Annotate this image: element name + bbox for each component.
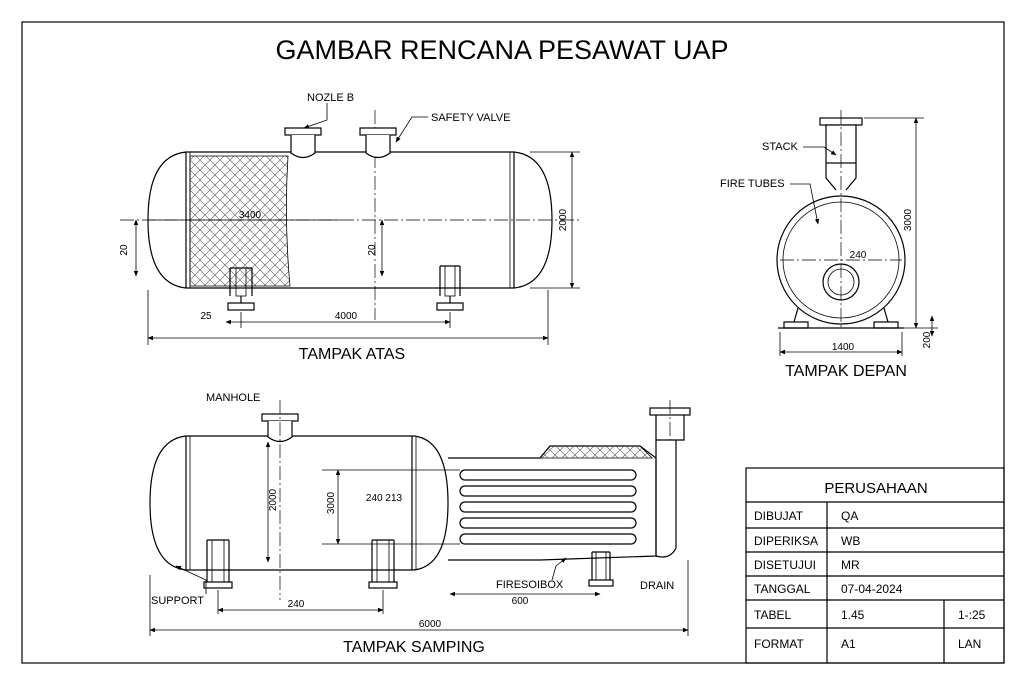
side-view bbox=[149, 400, 691, 636]
fire-tube-hatch bbox=[189, 155, 291, 287]
dim-side-firebox: 600 bbox=[512, 596, 529, 607]
fire-tube-opening bbox=[822, 263, 860, 301]
tb-value-diperiksa: WB bbox=[841, 534, 860, 548]
nozzle-label: NOZLE B bbox=[307, 92, 354, 104]
tube-bundle bbox=[459, 469, 637, 545]
fire-tubes-label: FIRE TUBES bbox=[720, 178, 785, 190]
dim-top-support-gap: 25 bbox=[200, 311, 212, 322]
drain-label: DRAIN bbox=[640, 580, 674, 592]
support-label: SUPPORT bbox=[151, 595, 204, 607]
tb-label-dibujat: DIBUJAT bbox=[754, 509, 804, 523]
dim-front-width: 1400 bbox=[832, 342, 855, 353]
tb-value-dibujat: QA bbox=[841, 509, 858, 523]
tb-value-format: A1 bbox=[841, 637, 856, 651]
front-view bbox=[776, 110, 938, 356]
dim-top-left-offset: 20 bbox=[119, 244, 130, 256]
company-name: PERUSAHAAN bbox=[824, 480, 927, 497]
caption-top-view: TAMPAK ATAS bbox=[299, 346, 405, 363]
tb-label-tanggal: TANGGAL bbox=[754, 582, 811, 596]
caption-front-view: TAMPAK DEPAN bbox=[785, 363, 907, 380]
dim-top-length: 3400 bbox=[239, 210, 262, 221]
front-shell bbox=[776, 195, 906, 325]
side-shell bbox=[149, 435, 449, 571]
dim-top-support-span: 4000 bbox=[335, 311, 358, 322]
dim-side-height: 2000 bbox=[268, 488, 279, 511]
caption-side-view: TAMPAK SAMPING bbox=[343, 639, 485, 656]
dim-front-inner: 240 bbox=[850, 250, 867, 261]
dim-front-base: 200 bbox=[922, 331, 933, 348]
tb-value-tanggal: 07-04-2024 bbox=[841, 582, 903, 596]
top-view bbox=[120, 103, 580, 345]
safety-valve bbox=[359, 127, 397, 136]
tb-format-extra: LAN bbox=[958, 637, 981, 651]
title-block bbox=[745, 467, 1005, 664]
tb-value-tabel: 1.45 bbox=[841, 608, 865, 622]
tb-scale: 1-:25 bbox=[958, 608, 986, 622]
dim-side-tube: 240 213 bbox=[366, 493, 403, 504]
tb-label-disetujui: DISETUJUI bbox=[754, 558, 816, 572]
dim-top-height: 2000 bbox=[558, 208, 569, 231]
safety-valve-label: SAFETY VALVE bbox=[431, 112, 510, 124]
firebox-label: FIRESOIBOX bbox=[496, 579, 564, 591]
nozzle-b bbox=[284, 127, 322, 136]
dim-side-total: 6000 bbox=[419, 619, 442, 630]
tb-label-tabel: TABEL bbox=[754, 608, 791, 622]
tb-label-format: FORMAT bbox=[754, 637, 804, 651]
sheet-border bbox=[21, 21, 1005, 664]
dim-side-tube-height: 3000 bbox=[326, 491, 337, 514]
dim-side-support-span: 240 bbox=[288, 599, 305, 610]
tb-value-disetujui: MR bbox=[841, 558, 860, 572]
tb-label-diperiksa: DIPERIKSA bbox=[754, 534, 818, 548]
drawing-title: GAMBAR RENCANA PESAWAT UAP bbox=[275, 35, 728, 65]
dim-top-center-offset: 20 bbox=[367, 244, 378, 256]
firebox bbox=[448, 445, 657, 561]
dim-front-height: 3000 bbox=[903, 208, 914, 231]
manhole-label: MANHOLE bbox=[206, 392, 260, 404]
stack-label: STACK bbox=[762, 141, 799, 153]
